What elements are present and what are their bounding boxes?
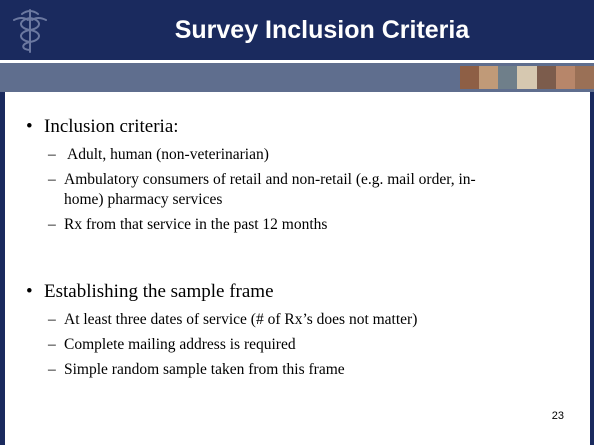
photo-strip bbox=[460, 66, 594, 89]
photo-3 bbox=[498, 66, 518, 89]
sub-dash: – bbox=[48, 311, 56, 328]
bullet-text: Establishing the sample frame bbox=[44, 281, 274, 302]
photo-1 bbox=[460, 66, 480, 89]
sub-item: – Adult, human (non-veterinarian) bbox=[48, 145, 586, 165]
photo-5 bbox=[536, 66, 556, 89]
sub-item-text: Rx from that service in the past 12 mont… bbox=[64, 216, 328, 233]
bullet-text: Inclusion criteria: bbox=[44, 116, 179, 137]
bullet: • Establishing the sample frame bbox=[26, 280, 586, 304]
sub-item: – Rx from that service in the past 12 mo… bbox=[48, 215, 586, 235]
sub-item-text: At least three dates of service (# of Rx… bbox=[64, 311, 418, 328]
sub-item-text: Complete mailing address is required bbox=[64, 336, 296, 353]
bullet: • Inclusion criteria: bbox=[26, 115, 586, 139]
sub-item: – At least three dates of service (# of … bbox=[48, 310, 586, 330]
sub-item-text: Ambulatory consumers of retail and non-r… bbox=[64, 171, 476, 208]
slide-title: Survey Inclusion Criteria bbox=[174, 16, 470, 44]
photo-4 bbox=[517, 66, 537, 89]
caduceus-logo-icon bbox=[13, 9, 47, 53]
photo-7 bbox=[574, 66, 594, 89]
photo-6 bbox=[555, 66, 575, 89]
right-border bbox=[590, 92, 594, 445]
slide-content: • Inclusion criteria: – Adult, human (no… bbox=[26, 115, 586, 385]
sub-dash: – bbox=[48, 171, 56, 188]
sub-item: – Ambulatory consumers of retail and non… bbox=[48, 170, 586, 210]
sub-dash: – bbox=[48, 336, 56, 353]
photo-2 bbox=[479, 66, 499, 89]
sub-list: – At least three dates of service (# of … bbox=[48, 310, 586, 380]
bullet-dot: • bbox=[26, 281, 33, 302]
left-border bbox=[0, 92, 5, 445]
page-number: 23 bbox=[551, 410, 564, 422]
title-bar: Survey Inclusion Criteria bbox=[0, 0, 594, 60]
sub-dash: – bbox=[48, 146, 56, 163]
sub-dash: – bbox=[48, 216, 56, 233]
sub-list: – Adult, human (non-veterinarian) – Ambu… bbox=[48, 145, 586, 235]
sub-item: – Simple random sample taken from this f… bbox=[48, 360, 586, 380]
bullet-dot: • bbox=[26, 116, 33, 137]
sub-item-text: Simple random sample taken from this fra… bbox=[64, 361, 345, 378]
sub-item: – Complete mailing address is required bbox=[48, 335, 586, 355]
sub-item-text: Adult, human (non-veterinarian) bbox=[64, 146, 269, 163]
spacer bbox=[26, 240, 586, 280]
sub-dash: – bbox=[48, 361, 56, 378]
